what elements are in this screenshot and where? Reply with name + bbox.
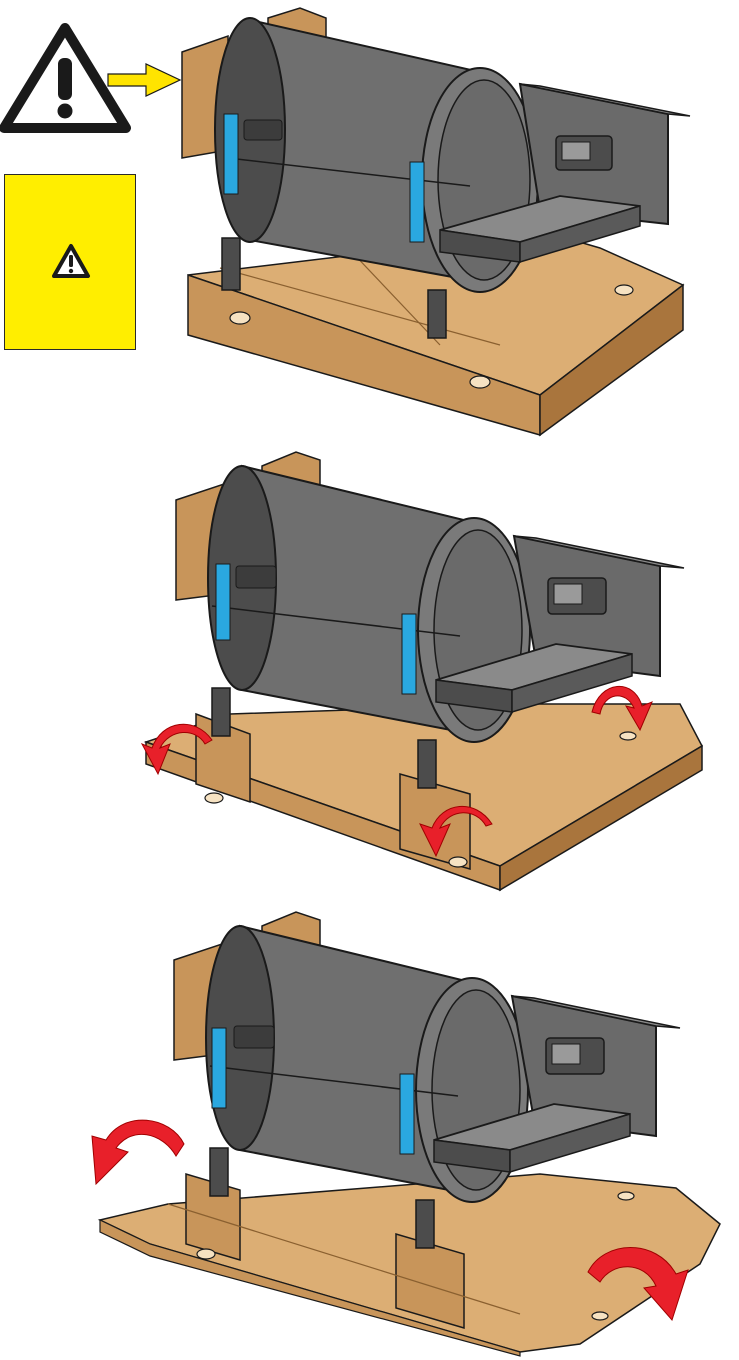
tape-strip — [401, 613, 417, 695]
fold-arrow-left-front — [140, 723, 213, 776]
warning-panel-icon — [52, 244, 90, 278]
tape-strip — [223, 113, 239, 195]
step-3-illustration — [91, 911, 721, 1357]
tape-strip — [409, 161, 425, 243]
pointer-arrow — [107, 63, 182, 97]
fold-arrow-right-back — [591, 686, 653, 732]
step-1-illustration — [181, 7, 691, 437]
cardboard-base — [97, 1172, 721, 1357]
tape-strip — [215, 563, 231, 641]
tape-strip — [399, 1073, 415, 1155]
warning-panel — [4, 174, 136, 350]
warning-triangle-icon — [0, 23, 131, 133]
fold-arrow-left-out — [91, 1119, 185, 1186]
fold-arrow-right-out — [587, 1247, 689, 1321]
machine — [205, 924, 681, 1249]
step-2-illustration — [140, 451, 703, 892]
tape-strip — [211, 1027, 227, 1109]
fold-arrow-center-front — [419, 806, 493, 858]
